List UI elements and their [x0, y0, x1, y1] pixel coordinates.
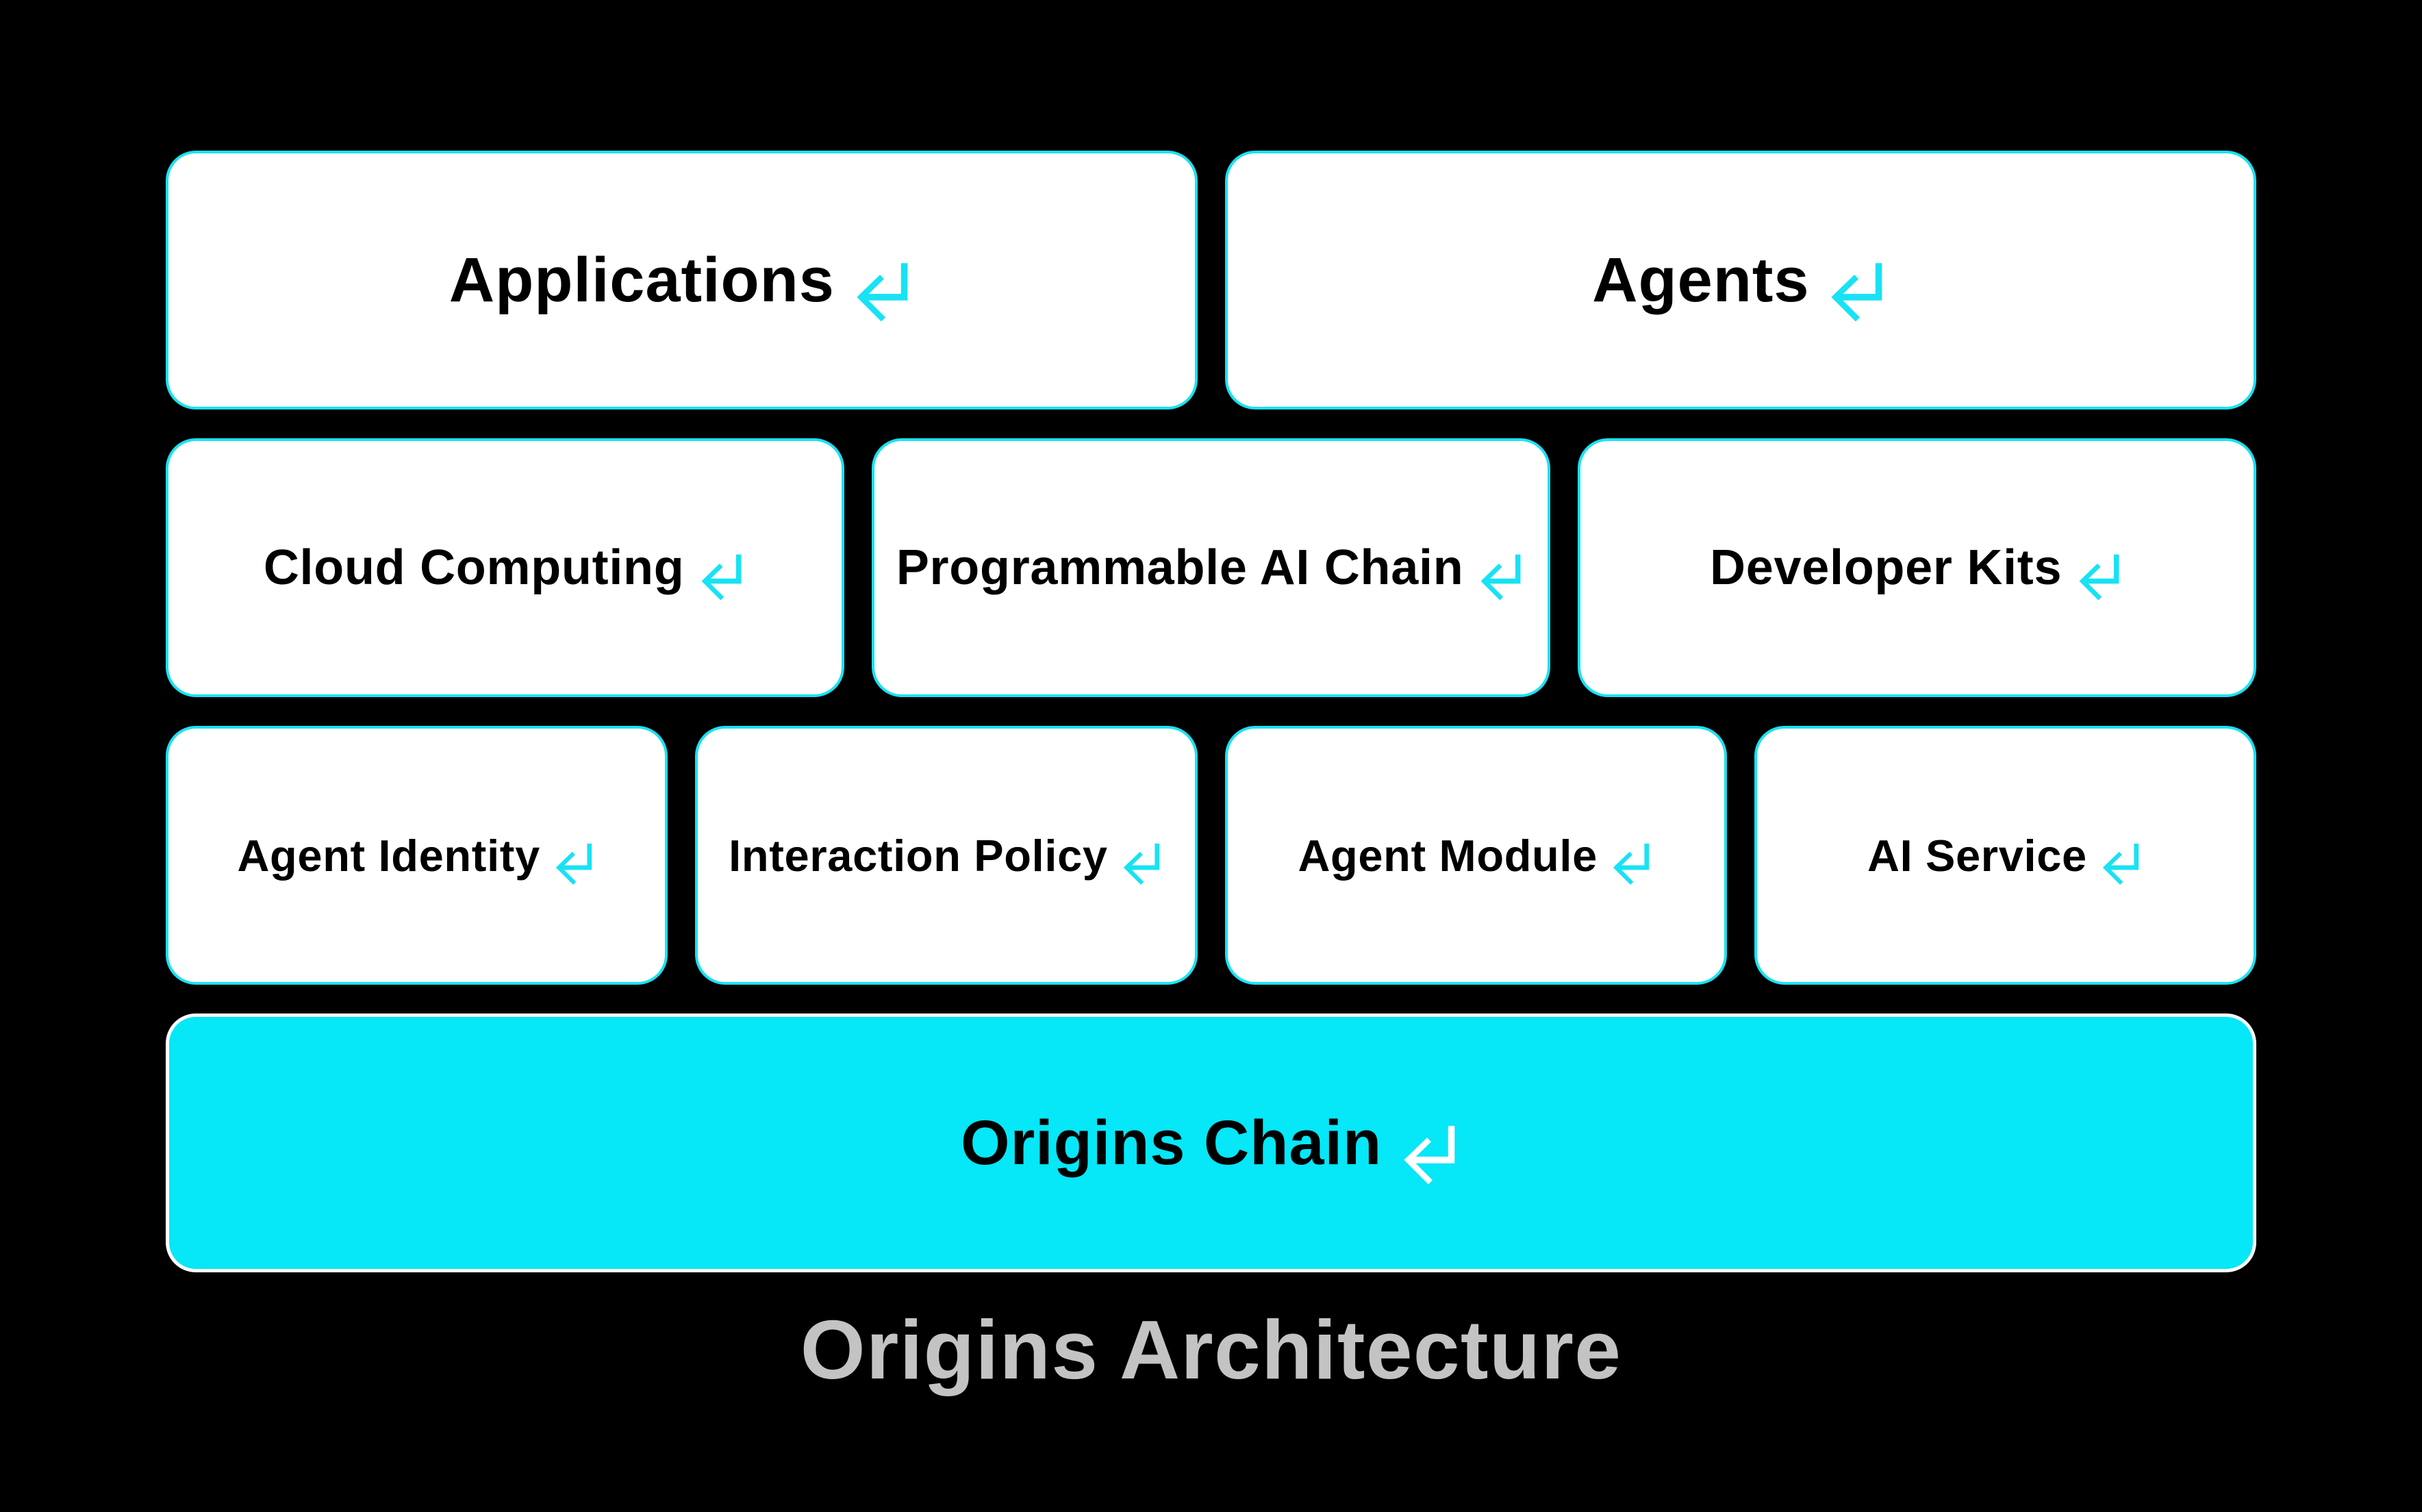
diagram-box-applications: Applications [166, 151, 1198, 410]
diagram-row-4: Origins Chain [166, 1013, 2256, 1272]
diagram-row-1: Applications Agents [166, 151, 2256, 410]
diagram-box-programmable-ai-chain: Programmable AI Chain [872, 438, 1550, 697]
diagram-box-cloud-computing: Cloud Computing [166, 438, 844, 697]
return-arrow-icon [1404, 1126, 1455, 1185]
box-label: Agent Module [1298, 830, 1598, 881]
diagram-box-interaction-policy: Interaction Policy [695, 726, 1198, 985]
box-label: Interaction Policy [729, 830, 1108, 881]
return-arrow-icon [555, 843, 592, 885]
return-arrow-icon [701, 554, 742, 601]
box-label: AI Service [1867, 830, 2087, 881]
box-label: Origins Chain [960, 1108, 1383, 1178]
diagram-title: Origins Architecture [800, 1303, 1622, 1396]
return-arrow-icon [1480, 554, 1521, 601]
diagram-box-ai-service: AI Service [1754, 726, 2256, 985]
box-label: Cloud Computing [263, 540, 685, 595]
box-label: Developer Kits [1710, 540, 2063, 595]
box-label: Programmable AI Chain [896, 540, 1464, 595]
diagram-box-origins-chain: Origins Chain [166, 1013, 2256, 1272]
return-arrow-icon [857, 263, 908, 322]
diagram-box-agents: Agents [1224, 151, 2256, 410]
return-arrow-icon [1123, 843, 1159, 885]
box-label: Agent Identity [237, 830, 540, 881]
diagram-box-agent-module: Agent Module [1224, 726, 1727, 985]
diagram-box-agent-identity: Agent Identity [166, 726, 668, 985]
diagram-row-3: Agent Identity Interaction Policy Agent Mo… [166, 726, 2256, 985]
diagram-box-developer-kits: Developer Kits [1578, 438, 2256, 697]
box-label: Applications [449, 245, 835, 315]
box-label: Agents [1592, 245, 1810, 315]
return-arrow-icon [1831, 263, 1882, 322]
return-arrow-icon [2102, 843, 2139, 885]
diagram-row-2: Cloud Computing Programmable AI Chain Deve… [166, 438, 2256, 697]
return-arrow-icon [2079, 554, 2119, 601]
return-arrow-icon [1613, 843, 1649, 885]
